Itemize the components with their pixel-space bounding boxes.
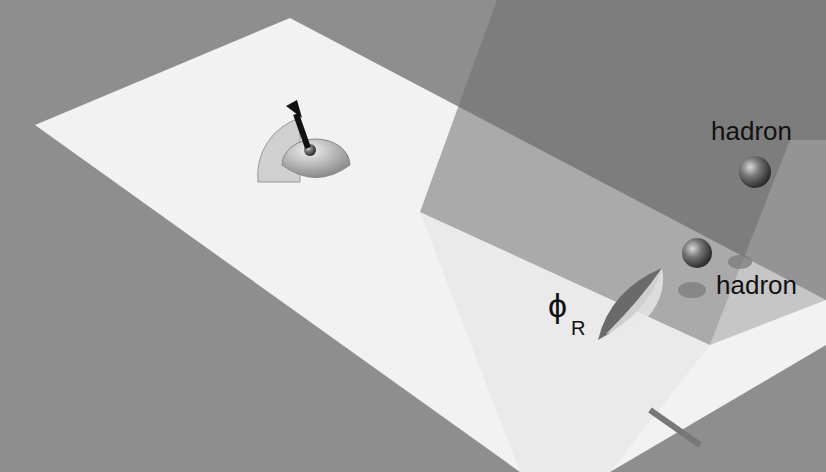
hadron-sphere — [682, 238, 712, 268]
angle-wedge-light — [606, 268, 663, 334]
hadron-shadow — [678, 282, 706, 298]
spin-arrow — [296, 114, 308, 148]
text-label: R — [571, 318, 585, 338]
target-hemisphere — [282, 139, 350, 178]
hadron-shadow — [728, 255, 752, 269]
hadron-plane — [420, 0, 826, 345]
axis-line — [650, 410, 700, 445]
hadron-sphere — [739, 156, 771, 188]
spin-arrowhead — [286, 100, 302, 118]
hadron-plane-edge — [710, 140, 826, 345]
text-label: hadron — [716, 272, 797, 298]
text-label: ϕ — [548, 288, 567, 322]
text-label: hadron — [711, 118, 792, 144]
